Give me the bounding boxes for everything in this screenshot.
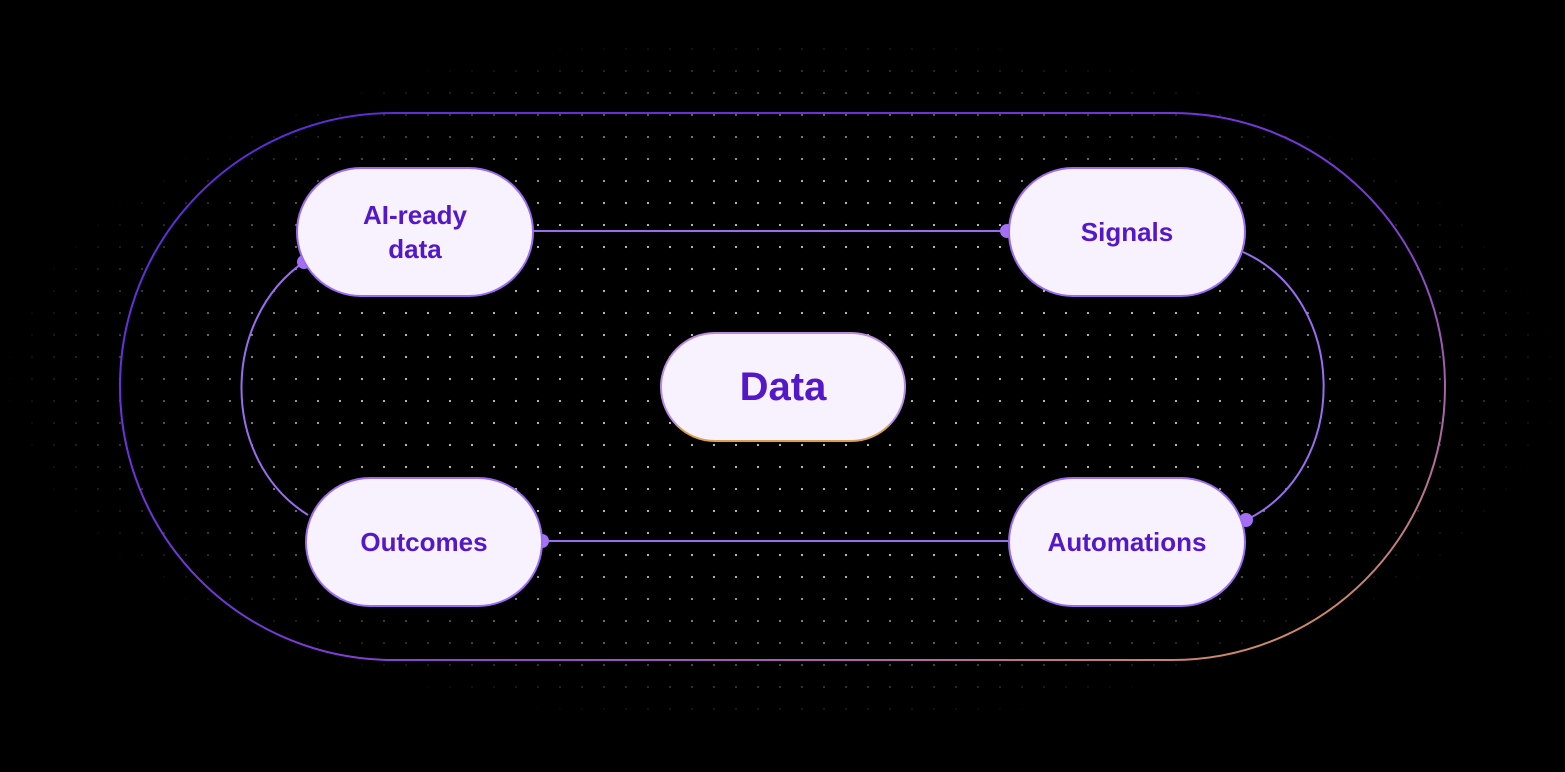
node-ai-ready-data: AI-ready data [296,167,534,297]
center-label: Data [739,365,827,409]
outer-ring [119,112,1446,661]
connector-signals-automations [1242,251,1325,521]
node-label: Outcomes [360,527,488,557]
node-outcomes: Outcomes [305,477,543,607]
connector-outcomes-ai [240,261,309,516]
node-label: AI-ready data [362,200,468,264]
node-data-center: Data [660,332,906,442]
node-signals: Signals [1008,167,1246,297]
node-label: Signals [1080,217,1174,247]
node-automations: Automations [1008,477,1246,607]
node-label: Automations [1047,527,1207,557]
